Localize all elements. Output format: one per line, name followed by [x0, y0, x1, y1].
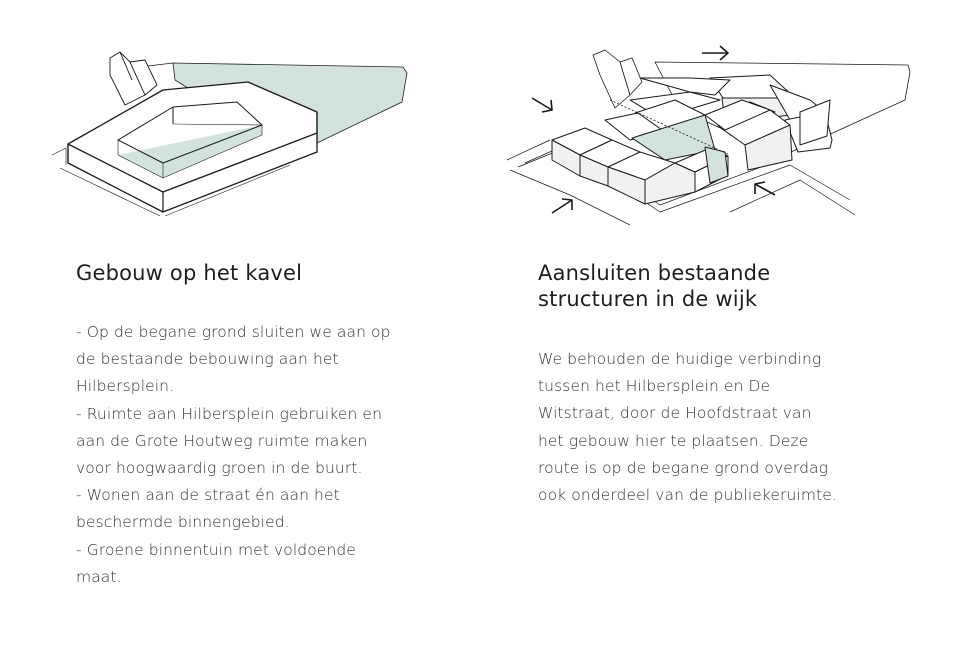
diagram-connecting-structures: [506, 45, 911, 226]
dimension-lines: [51, 147, 291, 217]
text-line: beschermde binnengebied.: [76, 513, 290, 532]
arrow-down-right-icon: [531, 97, 553, 113]
right-body: We behouden de huidige verbinding tussen…: [538, 346, 837, 509]
right-heading-line: structuren in de wijk: [538, 287, 758, 311]
text-line: ook onderdeel van de publiekeruimte.: [538, 486, 837, 505]
existing-building: [109, 51, 158, 106]
text-line: aan de Grote Houtweg ruimte maken: [76, 431, 368, 450]
right-heading: Aansluiten bestaande structuren in de wi…: [538, 260, 770, 312]
text-line: maat.: [76, 567, 122, 586]
text-line: tussen het Hilbersplein en De: [538, 377, 771, 396]
text-line: - Ruimte aan Hilbersplein gebruiken en: [76, 404, 382, 423]
text-line: We behouden de huidige verbinding: [538, 350, 822, 368]
right-heading-line: Aansluiten bestaande: [538, 261, 771, 285]
text-line: voor hoogwaardig groen in de buurt.: [76, 459, 363, 478]
existing-building: [592, 49, 643, 109]
text-line: route is op de begane grond overdag: [538, 458, 829, 477]
building-volume: [67, 81, 318, 213]
text-line: - Op de begane grond sluiten we aan op: [76, 323, 391, 341]
text-line: de bestaande bebouwing aan het: [76, 350, 339, 369]
arrow-right-icon: [702, 45, 729, 61]
text-line: Hilbersplein.: [76, 377, 175, 396]
building-blocks: [551, 74, 833, 205]
text-line: het gebouw hier te plaatsen. Deze: [538, 431, 809, 450]
text-line: Witstraat, door de Hoofdstraat van: [538, 404, 812, 423]
diagram-building-on-plot: [51, 51, 408, 217]
arrow-up-right-icon: [551, 198, 573, 214]
text-line: - Groene binnentuin met voldoende: [76, 540, 356, 559]
left-heading: Gebouw op het kavel: [76, 261, 303, 285]
text-line: - Wonen aan de straat én aan het: [76, 486, 340, 505]
arrow-icons: [531, 45, 776, 214]
arrow-up-left-icon: [754, 181, 776, 196]
left-body: - Op de begane grond sluiten we aan op d…: [76, 319, 391, 591]
